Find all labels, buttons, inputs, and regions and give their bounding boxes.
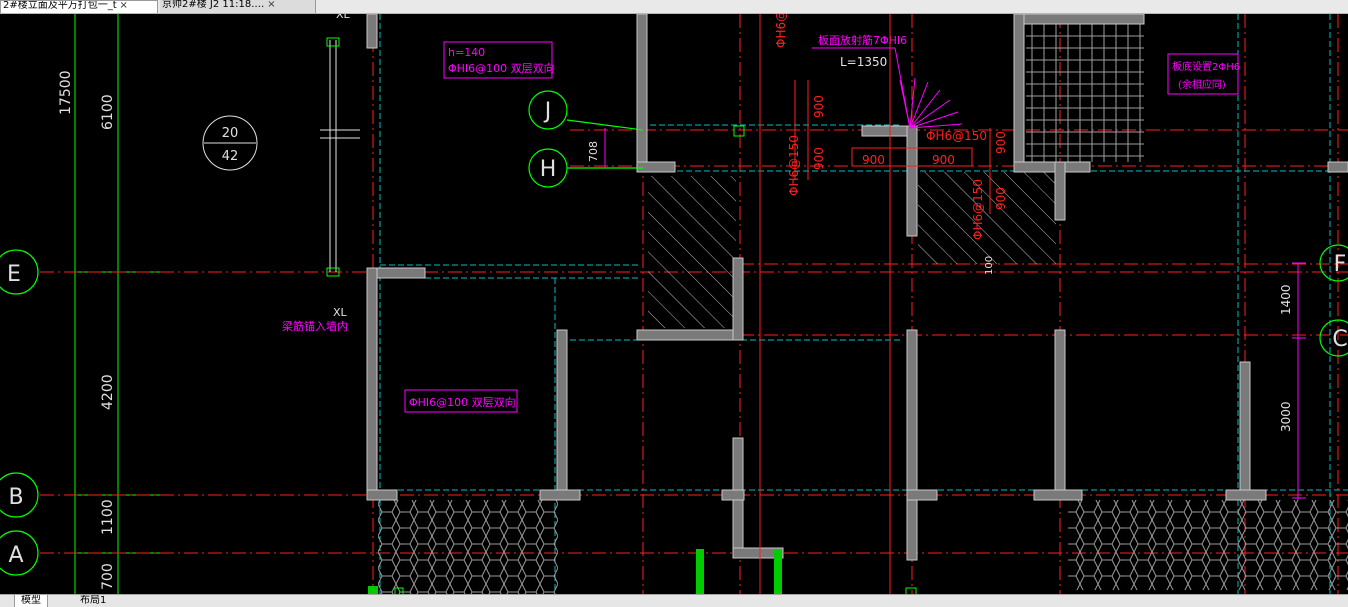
dim-900-c: 900 — [862, 153, 885, 167]
slab-rebar-mid: ΦHI6@100 双层双向 — [409, 395, 516, 409]
slab-note-top: h=140 ΦHI6@100 双层双向 — [443, 41, 555, 79]
layout-tab-model[interactable]: 模型 — [14, 595, 48, 607]
slab-note-mid: ΦHI6@100 双层双向 — [404, 389, 518, 413]
section-marker: 20 42 — [202, 115, 258, 171]
dim-900-f: 900 — [994, 187, 1008, 210]
corner-rebar-sub: (余相应同) — [1178, 78, 1226, 91]
radial-rebar-length: L=1350 — [840, 55, 887, 69]
xl-element — [320, 37, 360, 277]
grid-bubble-j: J — [543, 99, 552, 124]
grid-bubble-a: A — [8, 543, 23, 568]
close-icon[interactable]: × — [267, 0, 276, 10]
dim-17500: 17500 — [58, 70, 74, 115]
drawing-canvas[interactable]: 20 42 J H E B A F C 17500 6100 4200 1100… — [0, 8, 1348, 597]
beam-anchor-note: 梁筋锚入墙内 — [282, 319, 348, 333]
radial-rebar-label: 板面放射筋7ΦHI6 — [818, 33, 907, 47]
dim-4200: 4200 — [100, 374, 116, 410]
dim-3000: 3000 — [1279, 401, 1293, 432]
dim-900-e: 900 — [994, 131, 1008, 154]
walls — [366, 13, 1348, 561]
dim-6100: 6100 — [100, 94, 116, 130]
hatched-wall-area — [648, 176, 736, 328]
green-columns — [368, 549, 782, 596]
file-tab-label: 2#楼立面及平万打包一_t — [3, 0, 117, 11]
slab-rebar-top: ΦHI6@100 双层双向 — [448, 61, 555, 75]
grid-bubble-f: F — [1334, 252, 1347, 277]
grid-bubble-b: B — [8, 485, 23, 510]
dim-1400: 1400 — [1279, 284, 1293, 315]
dim-700: 700 — [100, 563, 116, 590]
rebar-details — [759, 14, 991, 596]
file-tab-label: 京帅2#楼 J2 11:18.… — [162, 0, 265, 10]
hex-hatch-area — [378, 500, 558, 596]
grid-bubble-e: E — [7, 262, 21, 287]
grid-bubble-h: H — [540, 157, 557, 182]
grid-bubble-c: C — [1332, 327, 1347, 352]
grid-bubbles — [0, 90, 1348, 576]
radial-rebar-note: 板面放射筋7ΦHI6 L=1350 — [812, 33, 963, 129]
dim-900-b: 900 — [812, 147, 826, 170]
bar-spec-2: ΦH6@150 — [787, 135, 801, 196]
dim-100: 100 — [984, 256, 995, 275]
slab-thickness: h=140 — [448, 46, 485, 59]
layout-tab-layout1[interactable]: 布局1 — [80, 595, 107, 606]
bar-spec-1: ΦH6@150 — [926, 129, 987, 143]
dim-1100: 1100 — [100, 499, 116, 535]
xl-label-top: XL — [336, 14, 351, 21]
bar-spec-4: ΦH6@ — [774, 14, 788, 48]
cad-drawing: 20 42 J H E B A F C 17500 6100 4200 1100… — [0, 8, 1348, 597]
hex-hatch-area — [1068, 500, 1348, 590]
corner-rebar-note: 板底设置2ΦH6 (余相应同) — [1167, 53, 1240, 95]
dim-900-d: 900 — [932, 153, 955, 167]
hatched-wall-area — [918, 172, 1056, 264]
file-tab-inactive[interactable]: 京帅2#楼 J2 11:18.…× — [160, 0, 316, 13]
dim-708: 708 — [587, 141, 600, 162]
section-marker-bottom: 42 — [222, 149, 239, 164]
section-marker-top: 20 — [222, 126, 239, 141]
bar-spec-3: ΦH6@150 — [971, 179, 985, 240]
dim-900-a: 900 — [812, 95, 826, 118]
xl-label-mid: XL — [333, 306, 348, 319]
grid-hatch-area — [1026, 22, 1144, 162]
file-tab-bar: 2#楼立面及平万打包一_t× 京帅2#楼 J2 11:18.…× — [0, 0, 1348, 14]
close-icon[interactable]: × — [119, 0, 128, 11]
layout-tab-bar: 模型 布局1 — [0, 594, 1348, 607]
file-tab-active[interactable]: 2#楼立面及平万打包一_t× — [0, 0, 158, 13]
corner-rebar-label: 板底设置2ΦH6 — [1172, 60, 1240, 73]
